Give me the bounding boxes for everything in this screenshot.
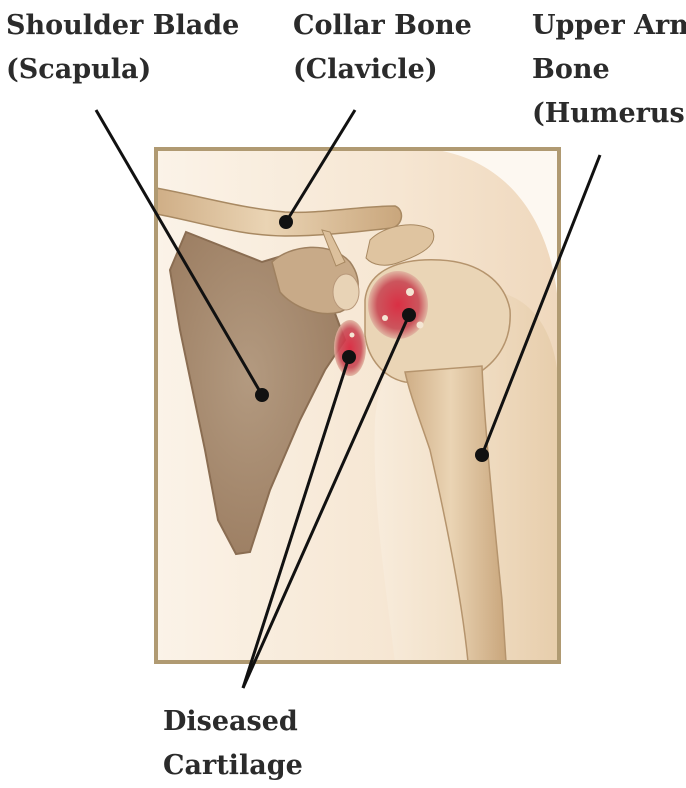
dot-clavicle [279,215,293,229]
cartilage-lesion-socket [334,320,366,376]
label-diseased-cartilage: Diseased Cartilage [163,700,303,788]
dot-scapula [255,388,269,402]
label-humerus: Upper Arm Bone (Humerus) [532,4,686,136]
cartilage-lesion-head [368,271,428,339]
coracoid [333,274,359,310]
dot-cartilage-1 [342,350,356,364]
illustration-content [156,149,559,662]
dot-cartilage-2 [402,308,416,322]
label-clavicle: Collar Bone (Clavicle) [293,4,472,92]
label-scapula: Shoulder Blade (Scapula) [6,4,239,92]
dot-humerus [475,448,489,462]
